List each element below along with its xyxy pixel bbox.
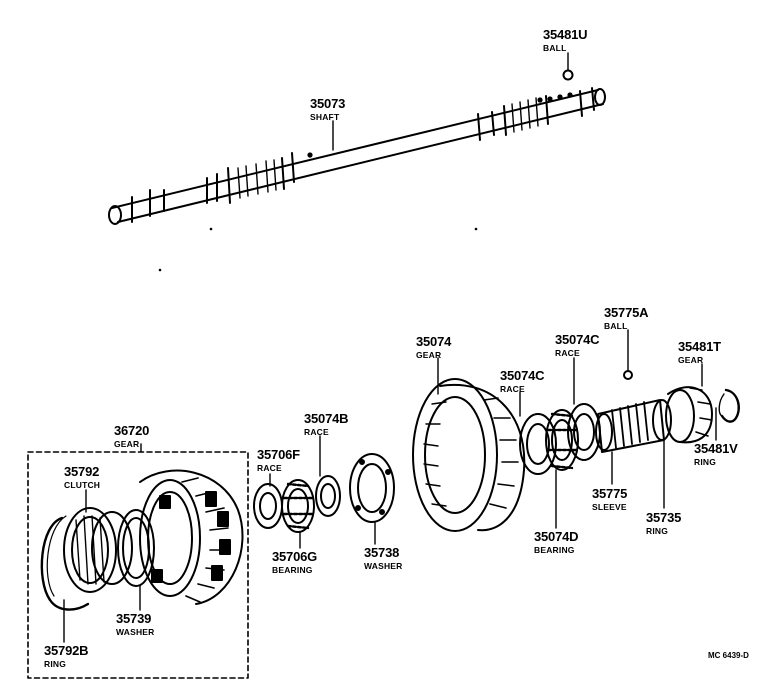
part-name: RACE (257, 463, 282, 473)
part-name: WASHER (116, 627, 155, 637)
shaft-35073 (108, 87, 606, 225)
part-name: BALL (543, 43, 567, 53)
bearing-35074D (545, 409, 579, 529)
part-number: 36720 (114, 423, 150, 438)
gear-36720-box (27, 443, 249, 679)
part-number: 35738 (364, 545, 400, 560)
callout-35735: 35735 RING (646, 510, 681, 536)
callout-35481V: 35481V RING (694, 441, 738, 467)
race-35074C-upper (567, 357, 601, 461)
callout-35073: 35073 SHAFT (310, 96, 345, 122)
callout-36720: 36720 GEAR (114, 423, 149, 449)
race-35706F (253, 473, 283, 529)
ring-35735 (652, 399, 672, 509)
part-number: 35481V (694, 441, 738, 456)
callout-35074B: 35074B RACE (304, 411, 349, 437)
callout-35074C-upper: 35074C RACE (555, 332, 600, 358)
figure-code: MC 6439-D (708, 651, 749, 660)
part-name: CLUTCH (64, 480, 101, 490)
part-name: RACE (304, 427, 329, 437)
part-name: RING (44, 659, 67, 669)
ball-35481U (562, 52, 574, 81)
race-35074B (315, 435, 341, 517)
part-number: 35074C (500, 368, 545, 383)
callout-35706G: 35706G BEARING (272, 549, 317, 575)
ring-35481V (715, 388, 740, 441)
part-number: 35073 (310, 96, 346, 111)
part-number: 35706G (272, 549, 318, 564)
part-number: 35792B (44, 643, 89, 658)
part-number: 35074 (416, 334, 452, 349)
clutch-35792 (63, 489, 133, 593)
callout-35706F: 35706F RACE (257, 447, 300, 473)
part-number: 35739 (116, 611, 152, 626)
part-number: 35481U (543, 27, 588, 42)
callout-35792: 35792 CLUTCH (64, 464, 100, 490)
callout-35481T: 35481T GEAR (678, 339, 721, 365)
callout-35074: 35074 GEAR (416, 334, 451, 360)
part-name: GEAR (416, 350, 442, 360)
part-name: RACE (555, 348, 580, 358)
part-name: WASHER (364, 561, 403, 571)
part-number: 35481T (678, 339, 721, 354)
gear-35481T (665, 363, 713, 444)
part-number: 35074C (555, 332, 600, 347)
part-number: 35792 (64, 464, 100, 479)
callout-35074C-lower: 35074C RACE (500, 368, 545, 394)
callout-35775: 35775 SLEEVE (592, 486, 627, 512)
part-name: RING (694, 457, 717, 467)
part-number: 35775 (592, 486, 628, 501)
callout-35739: 35739 WASHER (116, 611, 155, 637)
callout-35775A: 35775A BALL (604, 305, 649, 331)
callout-35738: 35738 WASHER (364, 545, 403, 571)
bearing-35706G (281, 479, 315, 549)
part-name: BEARING (272, 565, 313, 575)
washer-35738 (349, 453, 395, 545)
part-number: 35074D (534, 529, 579, 544)
part-name: BALL (604, 321, 628, 331)
callout-35074D: 35074D BEARING (534, 529, 579, 555)
part-name: SHAFT (310, 112, 340, 122)
part-name: RACE (500, 384, 525, 394)
part-name: SLEEVE (592, 502, 627, 512)
race-35074C-lower (519, 391, 557, 475)
part-number: 35074B (304, 411, 349, 426)
callout-35792B: 35792B RING (44, 643, 89, 669)
part-name: GEAR (114, 439, 140, 449)
part-number: 35775A (604, 305, 649, 320)
part-name: RING (646, 526, 669, 536)
part-number: 35706F (257, 447, 300, 462)
part-name: BEARING (534, 545, 575, 555)
gear-36720 (139, 469, 244, 605)
part-number: 35735 (646, 510, 682, 525)
snap-ring-35792B (40, 515, 90, 643)
part-name: GEAR (678, 355, 704, 365)
ball-35775A (623, 329, 633, 380)
callout-35481U: 35481U BALL (543, 27, 588, 53)
